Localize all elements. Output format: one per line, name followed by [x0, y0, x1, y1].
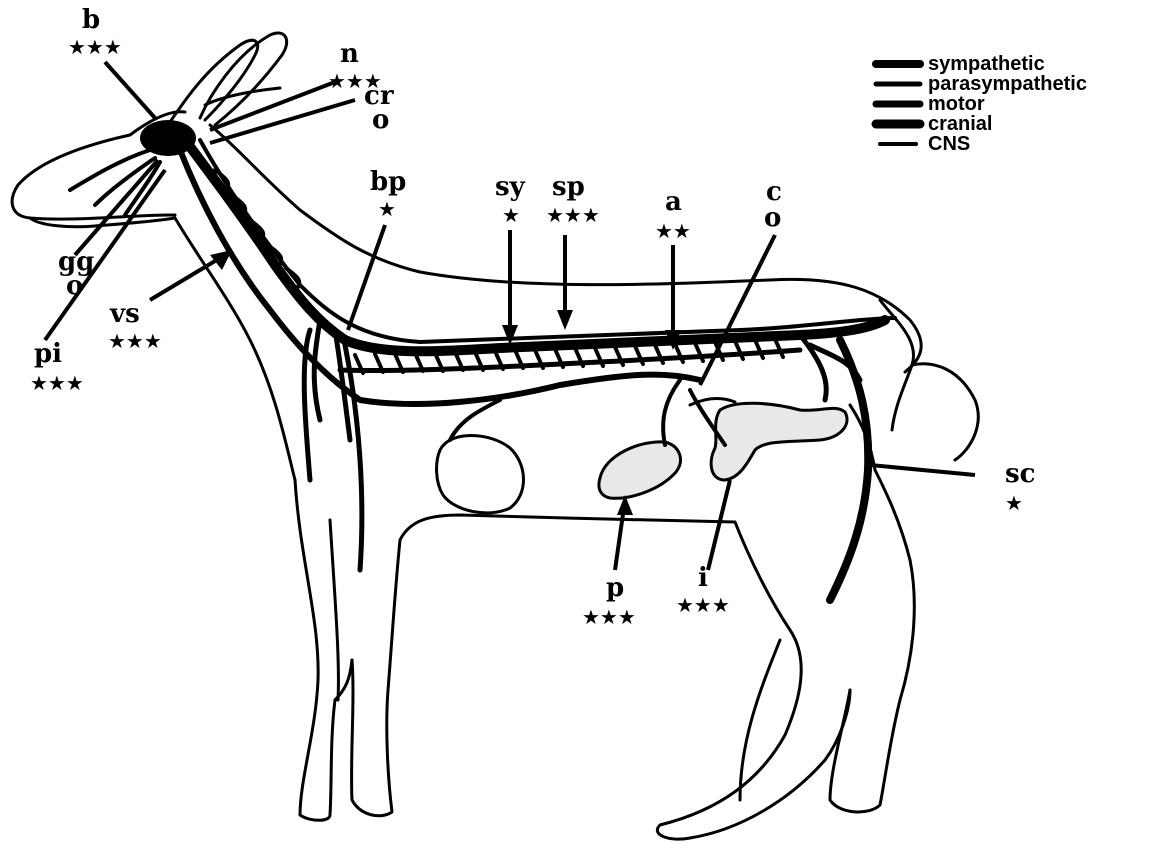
legend-item-cranial: cranial [876, 113, 992, 135]
pointer-sc [870, 465, 975, 475]
legend-item-sympathetic: sympathetic [876, 53, 1045, 75]
mark-sp: ★★★ [546, 203, 600, 227]
label-sy: sy [495, 172, 526, 202]
mark-cr: o [372, 105, 389, 135]
pointer-bp [348, 225, 385, 330]
legend-label-sympathetic: sympathetic [928, 53, 1045, 75]
mark-gg: o [66, 271, 83, 301]
mark-b: ★★★ [68, 35, 122, 59]
pointer-b [105, 62, 155, 118]
spinal-cord [185, 140, 885, 351]
legend-item-parasympathetic: parasympathetic [876, 73, 1087, 95]
label-i: i [698, 563, 708, 593]
mark-bp: ★ [378, 197, 396, 221]
label-bp: bp [370, 167, 406, 197]
label-sc: sc [1005, 459, 1035, 489]
mark-a: ★★ [655, 219, 691, 243]
pancreas-organ [599, 442, 681, 498]
mark-sy: ★ [502, 203, 520, 227]
legend: sympathetic parasympathetic motor crania… [876, 53, 1087, 155]
label-n: n [340, 39, 359, 69]
stomach-organ [437, 436, 524, 513]
arrowhead-sp [557, 310, 573, 330]
label-vs: vs [109, 299, 140, 329]
mark-c: o [764, 203, 781, 233]
mark-i: ★★★ [676, 593, 730, 617]
arrowhead-sy [502, 325, 518, 345]
label-b: b [82, 5, 100, 35]
pointer-c [700, 235, 775, 385]
label-pi: pi [34, 339, 62, 369]
mark-vs: ★★★ [108, 329, 162, 353]
legend-label-parasympathetic: parasympathetic [928, 73, 1087, 95]
legend-label-cns: CNS [928, 133, 970, 155]
sciatic-nerve [830, 340, 868, 600]
legend-label-cranial: cranial [928, 113, 992, 135]
organs [437, 398, 847, 512]
legend-item-motor: motor [876, 93, 985, 115]
intestine-organ [711, 403, 847, 480]
mark-pi: ★★★ [30, 371, 84, 395]
mark-sc: ★ [1005, 491, 1023, 515]
legend-label-motor: motor [928, 93, 985, 115]
label-sp: sp [552, 172, 585, 202]
label-a: a [665, 187, 682, 217]
mark-p: ★★★ [582, 605, 636, 629]
pointer-i [708, 480, 730, 570]
legend-item-cns: CNS [880, 133, 970, 155]
label-p: p [606, 573, 624, 603]
